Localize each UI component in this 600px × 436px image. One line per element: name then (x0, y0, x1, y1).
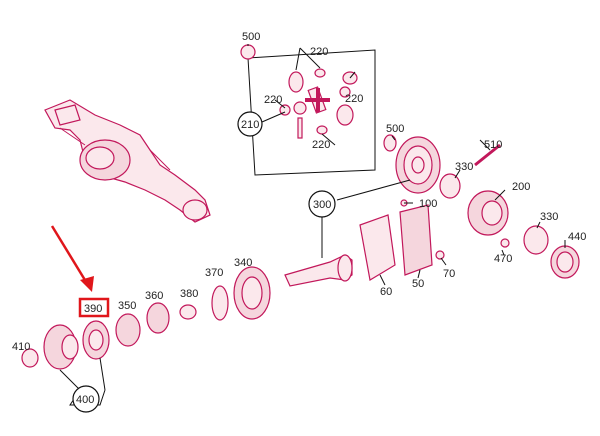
label-300[interactable]: 300 (313, 199, 331, 211)
companion-flange[interactable] (43, 324, 79, 370)
label-210[interactable]: 210 (241, 119, 259, 131)
part-50-cover[interactable] (399, 204, 433, 276)
part-360-bearing[interactable] (146, 302, 170, 334)
callout-circle-210 (237, 111, 263, 137)
label-360[interactable]: 360 (145, 290, 163, 302)
part-470-plug[interactable] (500, 238, 510, 248)
label-220-bottom[interactable]: 220 (312, 139, 330, 151)
callout-circle-300 (308, 190, 336, 218)
part-500-shim[interactable] (383, 134, 397, 152)
part-370-ring[interactable] (211, 285, 229, 321)
label-500-right[interactable]: 500 (386, 123, 404, 135)
label-500-top[interactable]: 500 (242, 31, 260, 43)
axle-housing (44, 99, 211, 223)
label-470[interactable]: 470 (494, 253, 512, 265)
part-350-seal[interactable] (115, 313, 141, 347)
label-70[interactable]: 70 (443, 268, 455, 280)
ring-gear[interactable] (395, 136, 441, 194)
label-370[interactable]: 370 (205, 267, 223, 279)
label-220-top[interactable]: 220 (310, 46, 328, 58)
label-440[interactable]: 440 (568, 231, 586, 243)
part-330-ring-lower[interactable] (523, 225, 549, 255)
label-390[interactable]: 390 (84, 303, 102, 315)
drive-pinion[interactable] (284, 254, 353, 287)
part-380-spacer[interactable] (179, 304, 197, 320)
label-510[interactable]: 510 (484, 139, 502, 151)
label-220-right[interactable]: 220 (345, 93, 363, 105)
label-220-left[interactable]: 220 (264, 94, 282, 106)
part-510-bolt[interactable] (474, 143, 501, 167)
part-70-screw[interactable] (435, 250, 445, 260)
label-380[interactable]: 380 (180, 288, 198, 300)
differential-group (240, 44, 376, 176)
part-500-washer[interactable] (240, 44, 256, 60)
label-350[interactable]: 350 (118, 300, 136, 312)
part-60-gasket[interactable] (359, 214, 396, 281)
highlight-box (78, 297, 110, 318)
label-60[interactable]: 60 (380, 286, 392, 298)
label-330-upper[interactable]: 330 (455, 161, 473, 173)
part-330-ring-upper[interactable] (439, 173, 461, 199)
label-400[interactable]: 400 (76, 394, 94, 406)
label-100[interactable]: 100 (419, 198, 437, 210)
label-340[interactable]: 340 (234, 257, 252, 269)
label-200[interactable]: 200 (512, 181, 530, 193)
highlight-arrow (50, 225, 90, 286)
part-410-nut[interactable] (21, 348, 39, 368)
arrow-head (80, 276, 94, 292)
label-330-lower[interactable]: 330 (540, 211, 558, 223)
differential-cage[interactable] (467, 190, 509, 236)
label-50[interactable]: 50 (412, 278, 424, 290)
callout-circle-400 (72, 385, 100, 413)
label-410[interactable]: 410 (12, 341, 30, 353)
